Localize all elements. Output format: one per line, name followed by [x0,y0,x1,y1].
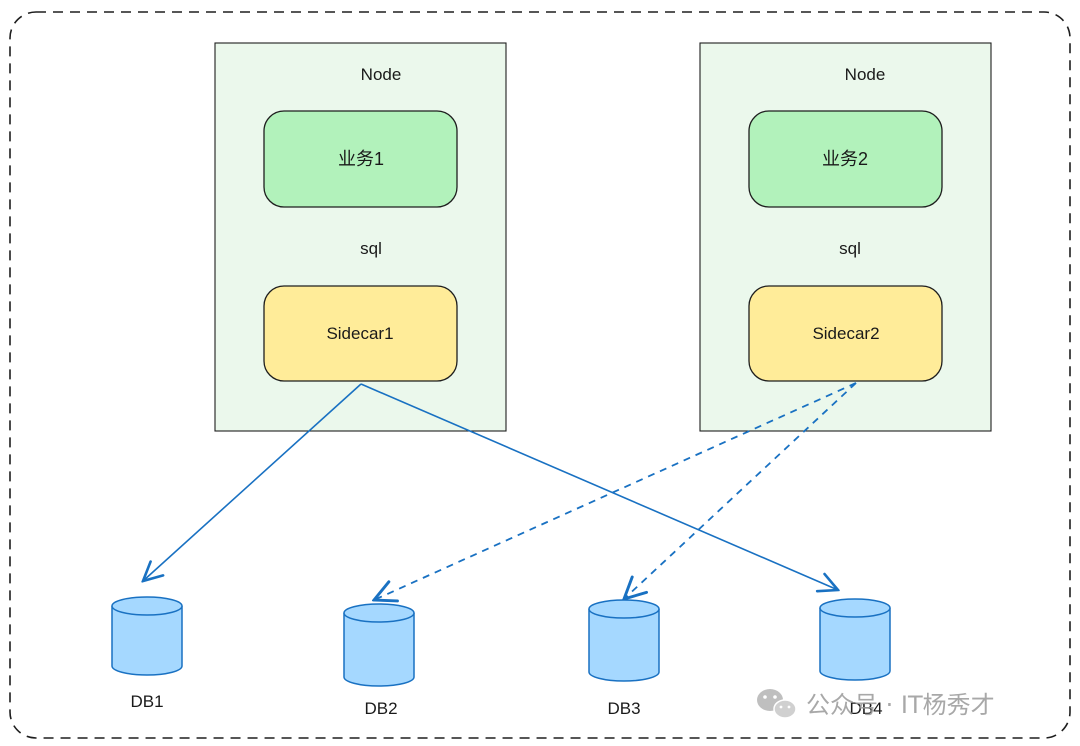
db-cylinder [111,606,183,676]
db-cylinder-top [111,596,183,616]
db-label: DB4 [849,699,882,718]
db-cylinder-top [819,598,891,618]
node-group-2: Node 业务2 sql Sidecar2 [699,42,992,432]
db-cylinder-top [343,603,415,623]
node-label: Node [361,65,402,84]
sidecar-box [263,285,458,382]
service-box [748,110,943,208]
db-label: DB1 [130,692,163,711]
node-box [214,42,507,432]
cluster-boundary [9,11,1071,739]
db-cylinder [588,609,660,682]
service-label: 业务1 [338,149,384,169]
protocol-label: sql [839,239,861,258]
node-label: Node [845,65,886,84]
connector-sidecar2-db2 [374,382,857,600]
db-label: DB3 [607,699,640,718]
database-db3: DB3 [588,599,660,718]
connector-sidecar2-db3 [624,382,857,599]
database-db1: DB1 [111,596,183,711]
database-db2: DB2 [343,603,415,718]
db-cylinder [343,613,415,687]
db-label: DB2 [364,699,397,718]
watermark-text: 公众号 · IT杨秀才 [806,691,995,719]
db-cylinder [819,608,891,681]
sidecar-label: Sidecar1 [326,324,393,343]
db-cylinder-top [588,599,660,619]
service-box [263,110,458,208]
database-db4: DB4 [819,598,891,718]
node-group-1: Node 业务1 sql Sidecar1 [214,42,507,432]
watermark: 公众号 · IT杨秀才 [757,689,995,719]
sidecar-box [748,285,943,382]
wechat-icon [757,689,797,719]
service-label: 业务2 [822,149,868,169]
connector-sidecar1-db1 [143,383,362,581]
connector-sidecar1-db4 [360,383,838,590]
protocol-label: sql [360,239,382,258]
sidecar-label: Sidecar2 [812,324,879,343]
